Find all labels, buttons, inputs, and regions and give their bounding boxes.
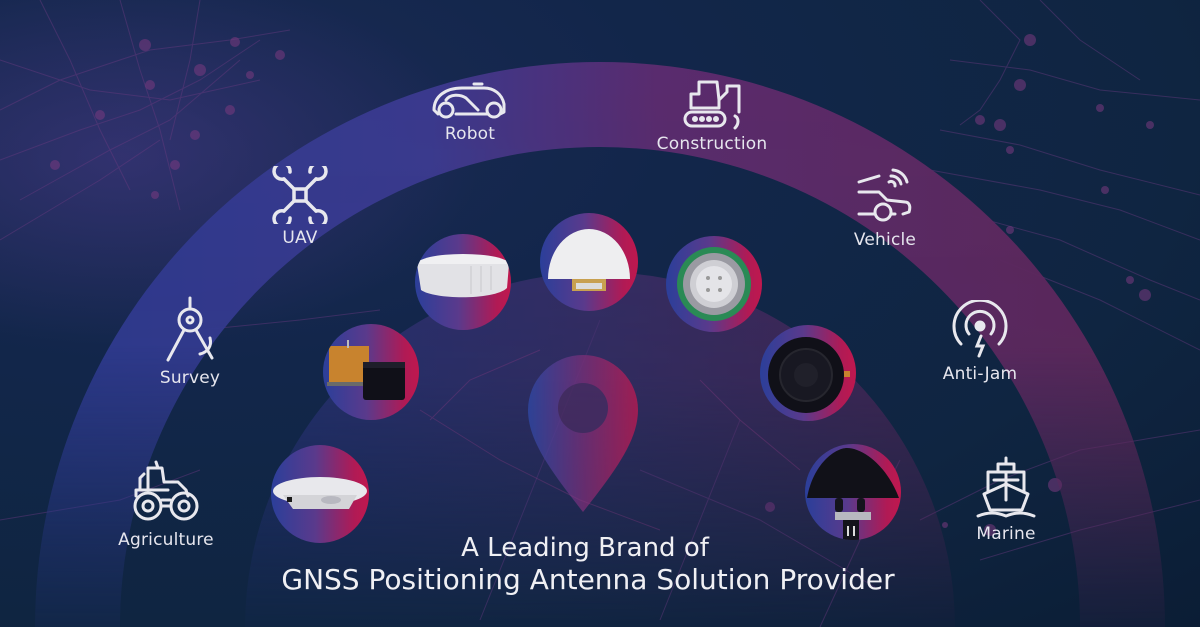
- signal-antenna-icon: [952, 300, 1008, 358]
- drone-icon: [272, 166, 328, 224]
- app-label: Marine: [976, 524, 1036, 544]
- headline-line-1: A Leading Brand of: [461, 533, 709, 563]
- product-patch-antenna[interactable]: [666, 236, 762, 332]
- product-oem-board-antenna[interactable]: [323, 324, 419, 420]
- app-label: Anti-Jam: [942, 364, 1018, 384]
- app-agriculture[interactable]: Agriculture: [96, 460, 236, 550]
- app-construction[interactable]: Construction: [642, 78, 782, 154]
- white-cylinder-antenna-icon: [417, 254, 509, 298]
- product-puck-antenna[interactable]: [760, 325, 856, 421]
- app-label: Agriculture: [118, 530, 214, 550]
- ship-icon: [976, 456, 1036, 518]
- app-label: Vehicle: [853, 230, 917, 250]
- product-marine-antenna[interactable]: [805, 444, 901, 540]
- app-label: UAV: [282, 228, 318, 248]
- compass-divider-icon: [166, 296, 214, 362]
- product-choke-dome-antenna[interactable]: [415, 234, 511, 330]
- location-pin-icon: [528, 355, 638, 512]
- white-saucer-antenna-icon: [273, 477, 367, 509]
- board-and-puck-antenna-icon: [327, 340, 405, 400]
- app-uav[interactable]: UAV: [230, 166, 370, 248]
- tractor-icon: [133, 460, 199, 521]
- app-anti-jam[interactable]: Anti-Jam: [910, 300, 1050, 384]
- product-survey-antenna[interactable]: [271, 445, 369, 543]
- black-mushroom-antenna-icon: [807, 448, 899, 540]
- app-vehicle[interactable]: Vehicle: [815, 166, 955, 250]
- green-ring-patch-antenna-icon: [677, 247, 751, 321]
- product-dome-antenna[interactable]: [540, 213, 638, 311]
- app-robot[interactable]: Robot: [400, 80, 540, 144]
- connected-car-icon: [857, 168, 912, 222]
- app-label: Survey: [159, 368, 221, 388]
- robot-mower-icon: [432, 82, 506, 119]
- app-label: Construction: [656, 134, 768, 154]
- app-label: Robot: [444, 124, 496, 144]
- black-puck-antenna-icon: [768, 337, 850, 413]
- app-survey[interactable]: Survey: [120, 296, 260, 388]
- headline-line-2: GNSS Positioning Antenna Solution Provid…: [281, 563, 895, 596]
- white-dome-antenna-icon: [548, 229, 630, 291]
- excavator-icon: [683, 80, 741, 130]
- app-marine[interactable]: Marine: [936, 456, 1076, 544]
